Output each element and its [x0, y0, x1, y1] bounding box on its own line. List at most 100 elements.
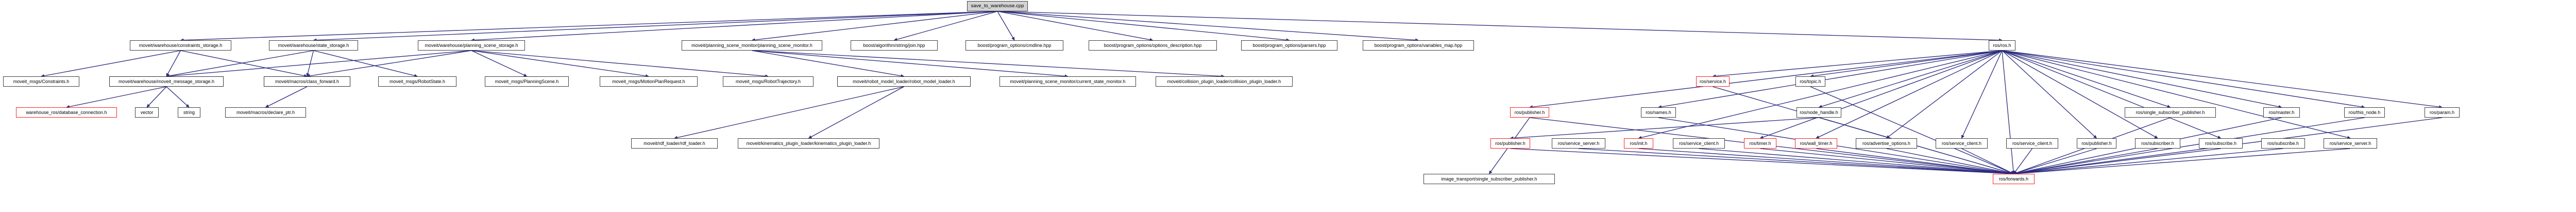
graph-edge [2013, 148, 2283, 175]
graph-node-ros_advertise_options[interactable]: ros/advertise_options.h [1856, 138, 1917, 149]
graph-node-label: ros/advertise_options.h [1862, 140, 1911, 146]
graph-node-label: boost/program_options/variables_map.hpp [1374, 42, 1463, 48]
graph-node-po_variables_map[interactable]: boost/program_options/variables_map.hpp [1363, 40, 1474, 51]
graph-node-ros_publisher[interactable]: ros/publisher.h [1510, 107, 1549, 118]
graph-node-ros_publisher3[interactable]: ros/publisher.h [2077, 138, 2116, 149]
graph-node-robot_model_loader[interactable]: moveit/robot_model_loader/robot_model_lo… [837, 76, 971, 87]
graph-node-label: moveit/warehouse/planning_scene_storage.… [425, 42, 518, 48]
graph-node-msgs_robotstate[interactable]: moveit_msgs/RobotState.h [378, 76, 456, 87]
graph-node-state_storage[interactable]: moveit/warehouse/state_storage.h [269, 40, 358, 51]
graph-node-label: moveit_msgs/RobotTrajectory.h [735, 78, 801, 84]
graph-node-ros_publisher2[interactable]: ros/publisher.h [1490, 138, 1530, 149]
graph-edge [1699, 148, 2014, 175]
graph-node-warehouse_ros_conn[interactable]: warehouse_ros/database_connection.h [16, 107, 117, 118]
graph-node-label: ros/names.h [1646, 109, 1671, 115]
graph-node-msgs_planningscene[interactable]: moveit_msgs/PlanningScene.h [485, 76, 569, 87]
graph-node-msgs_motionplanreq[interactable]: moveit_msgs/MotionPlanRequest.h [600, 76, 698, 87]
graph-node-planning_scene_monitor[interactable]: moveit/planning_scene_monitor/planning_s… [682, 40, 822, 51]
graph-edge [471, 50, 649, 78]
graph-node-current_state_monitor[interactable]: moveit/planning_scene_monitor/current_st… [999, 76, 1136, 87]
graph-node-label: moveit/warehouse/moveit_message_storage.… [118, 78, 215, 84]
graph-node-collision_plugin_loader[interactable]: moveit/collision_plugin_loader/collision… [1156, 76, 1293, 87]
graph-node-string[interactable]: string [178, 107, 200, 118]
graph-node-msgs_robottraj[interactable]: moveit_msgs/RobotTrajectory.h [723, 76, 814, 87]
graph-edge [265, 86, 308, 108]
graph-node-label: ros/ros.h [1993, 42, 2011, 48]
graph-node-ros_service_server[interactable]: ros/service_server.h [1552, 138, 1605, 149]
graph-node-label: save_to_warehouse.cpp [971, 3, 1024, 9]
graph-node-label: moveit_msgs/PlanningScene.h [495, 78, 559, 84]
graph-edge [997, 11, 2003, 42]
graph-node-ros_subscribe_opts[interactable]: ros/subscribe.h [2199, 138, 2243, 149]
graph-node-moveit_message_storage[interactable]: moveit/warehouse/moveit_message_storage.… [109, 76, 224, 87]
graph-node-root[interactable]: save_to_warehouse.cpp [967, 1, 1028, 11]
graph-edge [2002, 50, 2365, 109]
graph-node-msgs_constraints[interactable]: moveit_msgs/Constraints.h [3, 76, 79, 87]
graph-node-ros_ros[interactable]: ros/ros.h [1989, 40, 2015, 51]
graph-node-rdf_loader[interactable]: moveit/rdf_loader/rdf_loader.h [631, 138, 718, 149]
graph-edge [1886, 148, 2014, 175]
graph-edge [2002, 50, 2097, 139]
graph-node-ros_service_client[interactable]: ros/service_client.h [1673, 138, 1725, 149]
graph-edge [1529, 50, 2003, 109]
graph-edge [751, 11, 998, 42]
graph-node-label: string [183, 109, 195, 115]
graph-node-po_parsers[interactable]: boost/program_options/parsers.hpp [1241, 40, 1337, 51]
graph-node-label: moveit/macros/declare_ptr.h [236, 109, 295, 115]
graph-node-label: moveit/macros/class_forward.h [275, 78, 340, 84]
graph-edge [997, 11, 1290, 42]
graph-node-label: boost/program_options/parsers.hpp [1252, 42, 1326, 48]
graph-node-image_transport_ssp[interactable]: image_transport/single_subscriber_publis… [1423, 174, 1555, 184]
graph-edge [471, 11, 998, 42]
graph-edge [146, 86, 167, 108]
graph-node-ros_master[interactable]: ros/master.h [2263, 107, 2300, 118]
graph-node-kinematics_plugin_loader[interactable]: moveit/kinematics_plugin_loader/kinemati… [738, 138, 879, 149]
graph-node-po_cmdline[interactable]: boost/program_options/cmdline.hpp [965, 40, 1063, 51]
graph-node-constraints_storage[interactable]: moveit/warehouse/constraints_storage.h [130, 40, 231, 51]
graph-node-ros_subscriber[interactable]: ros/subscriber.h [2135, 138, 2180, 149]
graph-edge [41, 50, 181, 78]
graph-edge [2013, 148, 2351, 175]
graph-edge [1961, 148, 2014, 174]
graph-node-label: ros/publisher.h [1514, 109, 1545, 115]
graph-node-label: boost/program_options/options_descriptio… [1104, 42, 1202, 48]
graph-node-ros_service_server2[interactable]: ros/service_server.h [2324, 138, 2377, 149]
graph-node-planning_scene_storage[interactable]: moveit/warehouse/planning_scene_storage.… [418, 40, 525, 51]
graph-node-ros_topic[interactable]: ros/topic.h [1795, 76, 1825, 87]
graph-node-label: moveit/warehouse/constraints_storage.h [139, 42, 223, 48]
graph-node-ros_wall_timer[interactable]: ros/wall_timer.h [1795, 138, 1837, 149]
graph-node-ros_names[interactable]: ros/names.h [1641, 107, 1676, 118]
graph-edge [66, 86, 167, 109]
graph-edge [2002, 50, 2351, 139]
graph-node-string_join[interactable]: boost/algorithm/string/join.hpp [851, 40, 938, 51]
graph-node-macros_declare_ptr[interactable]: moveit/macros/declare_ptr.h [225, 107, 306, 118]
graph-edge [166, 86, 190, 108]
graph-node-label: ros/node_handle.h [1800, 109, 1838, 115]
graph-node-vector[interactable]: vector [135, 107, 159, 118]
graph-node-ros_init[interactable]: ros/init.h [1624, 138, 1653, 149]
graph-edge [2013, 148, 2097, 175]
graph-edge [1510, 117, 1819, 140]
graph-node-class_forward[interactable]: moveit/macros/class_forward.h [264, 76, 350, 87]
graph-edge [471, 50, 528, 77]
graph-node-ros_timer[interactable]: ros/timer.h [1744, 138, 1776, 149]
graph-node-ros_forwards[interactable]: ros/forwards.h [1993, 174, 2035, 184]
graph-edge [893, 11, 998, 41]
graph-node-ros_subscribe_options[interactable]: ros/subscribe.h [2261, 138, 2305, 149]
graph-node-po_options_desc[interactable]: boost/program_options/options_descriptio… [1089, 40, 1217, 51]
graph-node-ros_subscribe_client[interactable]: ros/service_client.h [2006, 138, 2058, 149]
graph-node-ros_node_handle[interactable]: ros/node_handle.h [1797, 107, 1841, 118]
graph-edge [752, 50, 1069, 78]
graph-node-label: ros/timer.h [1749, 140, 1771, 146]
graph-edge [2013, 148, 2221, 175]
graph-node-ros_this_node[interactable]: ros/this_node.h [2344, 107, 2385, 118]
graph-node-label: moveit_msgs/RobotState.h [389, 78, 446, 84]
graph-node-ros_service_client2[interactable]: ros/service_client.h [1936, 138, 1988, 149]
graph-node-ros_service[interactable]: ros/service.h [1696, 76, 1730, 87]
graph-node-label: boost/program_options/cmdline.hpp [977, 42, 1052, 48]
graph-node-ros_single_sub_pub[interactable]: ros/single_subscriber_publisher.h [2125, 107, 2216, 118]
graph-edge [1638, 50, 2003, 139]
graph-edge [1638, 148, 2014, 175]
graph-node-ros_param[interactable]: ros/param.h [2425, 107, 2460, 118]
graph-node-label: moveit/rdf_loader/rdf_loader.h [643, 140, 705, 146]
